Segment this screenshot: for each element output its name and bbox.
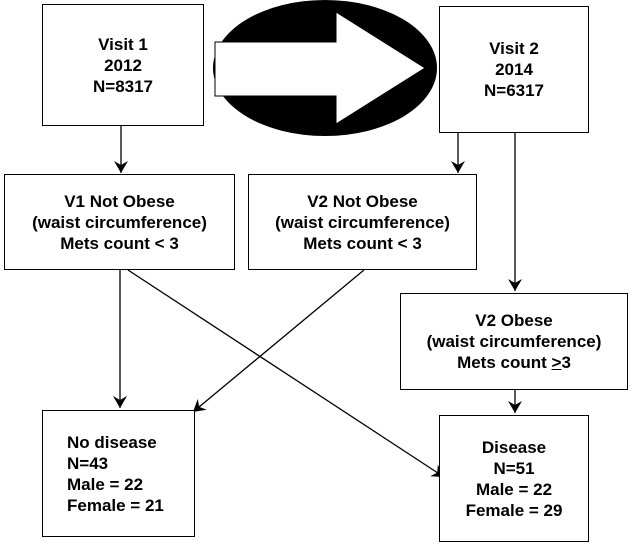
no-disease-line-4: Female = 21 <box>67 495 164 515</box>
visit1-line-1: Visit 1 <box>98 34 148 54</box>
right-arrow-icon <box>214 11 426 125</box>
node-v2-obese: V2 Obese (waist circumference) Mets coun… <box>400 293 628 390</box>
node-visit-2: Visit 2 2014 N=6317 <box>439 6 589 133</box>
no-disease-line-3: Male = 22 <box>67 474 144 494</box>
visit2-line-2: 2014 <box>495 60 533 79</box>
node-visit-1: Visit 1 2012 N=8317 <box>42 4 204 126</box>
v2-not-obese-line-1: V2 Not Obese <box>307 191 418 211</box>
disease-line-4: Female = 29 <box>465 500 563 520</box>
disease-line-2: N=51 <box>493 458 535 478</box>
visit1-line-3: N=8317 <box>92 76 154 96</box>
v2-obese-mets-value: 3 <box>561 353 571 372</box>
disease-line-3: Male = 22 <box>475 479 553 499</box>
node-v1-not-obese: V1 Not Obese (waist circumference) Mets … <box>4 174 235 270</box>
node-disease: Disease N=51 Male = 22 Female = 29 <box>439 415 589 542</box>
edge-v1-not-obese-to-disease <box>127 269 445 478</box>
node-no-disease: No disease N=43 Male = 22 Female = 21 <box>42 410 195 537</box>
disease-line-1: Disease <box>481 437 547 457</box>
v2-obese-mets-prefix: Mets count <box>457 353 552 372</box>
connectors <box>113 126 522 478</box>
v2-not-obese-line-2: (waist circumference) <box>275 212 450 232</box>
greater-or-equal-symbol: > <box>551 353 562 372</box>
no-disease-line-1: No disease <box>67 432 157 452</box>
visit1-line-2: 2012 <box>104 55 142 75</box>
v2-not-obese-line-3: Mets count < 3 <box>303 233 422 253</box>
visit2-line-1: Visit 2 <box>489 39 539 58</box>
v1-not-obese-line-2: (waist circumference) <box>32 212 207 232</box>
no-disease-line-2: N=43 <box>67 453 109 473</box>
node-v2-not-obese: V2 Not Obese (waist circumference) Mets … <box>248 174 477 270</box>
v1-not-obese-line-1: V1 Not Obese <box>64 191 175 211</box>
visit2-line-3: N=6317 <box>483 81 545 100</box>
v1-not-obese-line-3: Mets count < 3 <box>60 233 179 253</box>
v2-obese-line-3: Mets count >3 <box>457 352 571 373</box>
big-arrow-decoration <box>213 0 437 136</box>
v2-obese-line-1: V2 Obese <box>475 311 553 330</box>
v2-obese-line-2: (waist circumference) <box>426 332 602 351</box>
edge-v2-not-obese-to-no-disease <box>192 269 365 413</box>
